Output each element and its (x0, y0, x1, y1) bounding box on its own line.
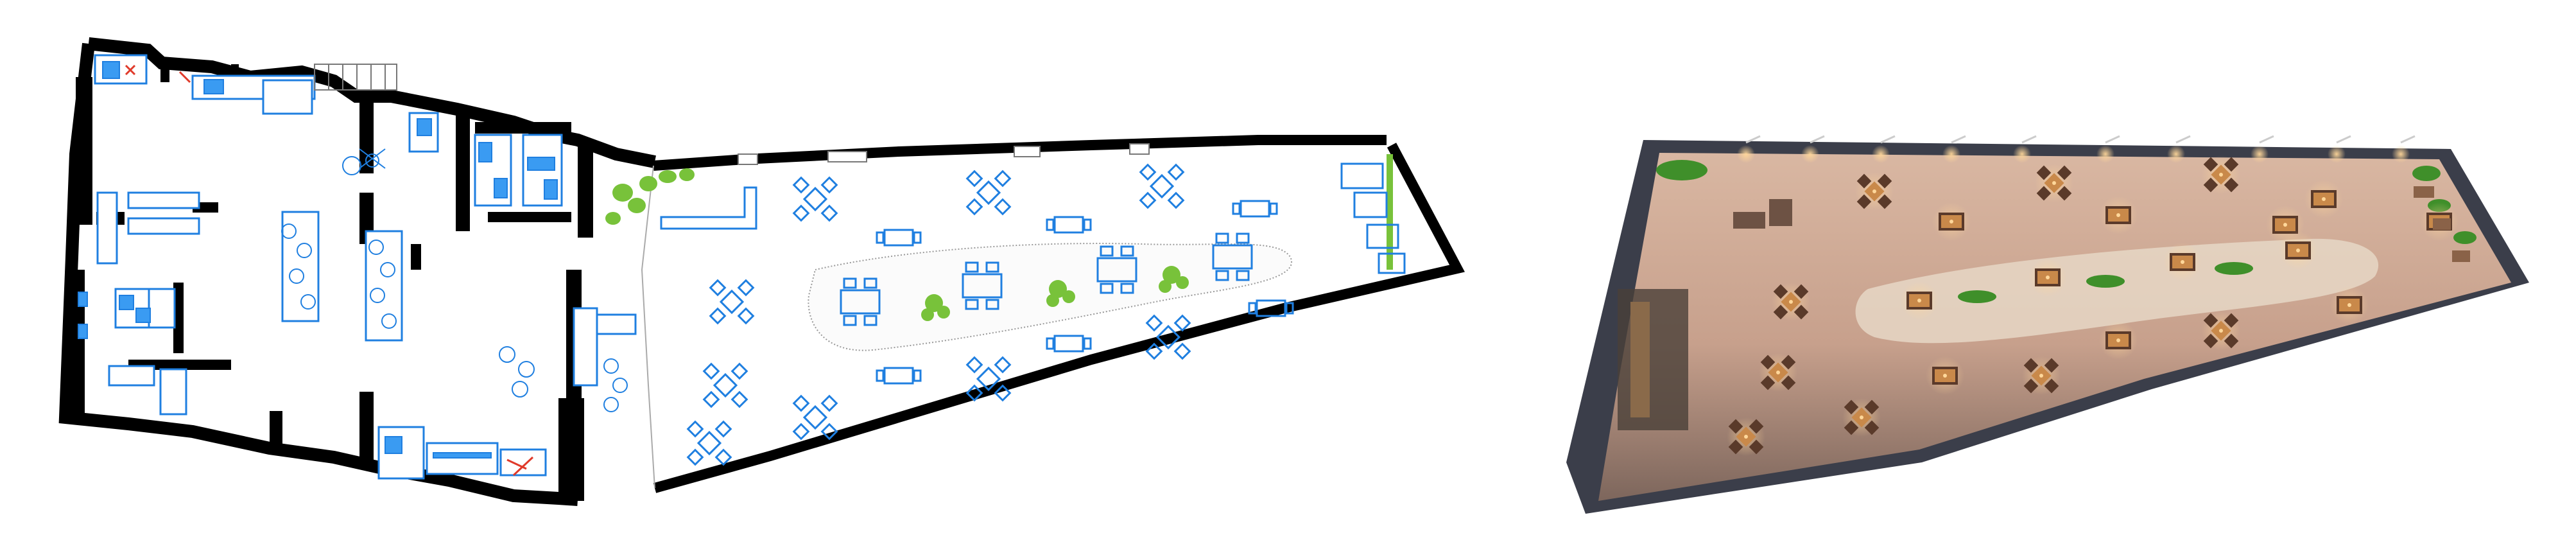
terrace-openings (738, 143, 1150, 165)
bench-l-shape (660, 186, 757, 230)
building-wall-blocks (68, 63, 593, 501)
four-seat-table-icon (2279, 231, 2317, 270)
wall-lamp-icon (2167, 135, 2191, 163)
plan-table-set (840, 277, 881, 326)
four-seat-table-icon (2330, 286, 2369, 324)
kitchen-fixtures (281, 148, 628, 412)
plan-table-set (1046, 216, 1092, 234)
wall-lamp-icon (1942, 135, 1966, 163)
four-seat-table-icon (2304, 180, 2343, 218)
wall-lamp-icon (1872, 135, 1896, 163)
plan-table-set (1096, 245, 1137, 294)
wall-lamp-icon (1737, 135, 1761, 163)
plan-table-set (1248, 299, 1294, 317)
four-seat-table-icon (1855, 172, 1894, 211)
four-seat-table-icon (1900, 281, 1939, 320)
four-seat-table-icon (2099, 196, 2138, 234)
four-seat-table-icon (2028, 258, 2067, 297)
plan-table-set (876, 367, 922, 385)
plan-table-set (962, 261, 1003, 310)
lounge-seating (1340, 162, 1406, 274)
top-view-render (1566, 135, 2529, 514)
four-seat-table-icon (1759, 353, 1797, 392)
render-bar-cart (1733, 199, 1792, 229)
plan-table-set (709, 279, 755, 325)
wall-lamp-icon (2392, 135, 2416, 163)
render-lounge-block (1618, 289, 1688, 430)
wall-lamp-icon (1801, 135, 1825, 163)
floor-plan-drawing (58, 37, 1465, 506)
wall-lamp-icon (2013, 135, 2037, 163)
plan-table-set (1145, 314, 1191, 360)
wall-lamp-icon (2251, 135, 2274, 163)
wall-lamp-icon (2096, 135, 2120, 163)
four-seat-table-icon (2035, 164, 2073, 202)
green-planting (605, 154, 1393, 321)
plan-table-set (876, 229, 922, 247)
four-seat-table-icon (2202, 155, 2240, 194)
terrace-walls (653, 135, 1465, 493)
plan-table-set (1232, 200, 1278, 218)
plan-table-set (965, 170, 1012, 216)
four-seat-table-icon (2099, 321, 2138, 360)
plan-table-set (792, 176, 838, 222)
terrace-boundary-line (641, 165, 655, 489)
four-seat-table-icon (1932, 202, 1971, 241)
plan-table-sets (686, 163, 1294, 466)
wall-lamp-icon (2328, 135, 2351, 163)
four-seat-table-icon (1727, 417, 1765, 456)
service-marks (125, 64, 534, 476)
render-lounge-bench (1630, 302, 1650, 417)
four-seat-table-icon (2202, 311, 2240, 350)
four-seat-table-icon (2163, 243, 2202, 281)
plan-table-set (965, 356, 1012, 402)
render-table-sets (1727, 155, 2459, 456)
plan-table-set (1046, 335, 1092, 353)
plan-table-set (1212, 232, 1253, 281)
four-seat-table-icon (1842, 398, 1881, 437)
four-seat-table-icon (2022, 356, 2061, 395)
plan-table-set (702, 362, 748, 408)
entrance-stair (314, 64, 397, 91)
kitchen-equipment (78, 61, 558, 459)
plan-table-set (792, 394, 838, 441)
four-seat-table-icon (1926, 356, 1964, 395)
four-seat-table-icon (1772, 283, 1810, 321)
render-right-benches (2414, 186, 2470, 262)
render-wall-lamps (1737, 135, 2416, 163)
plan-table-set (1139, 163, 1185, 209)
plan-table-set (686, 420, 732, 466)
